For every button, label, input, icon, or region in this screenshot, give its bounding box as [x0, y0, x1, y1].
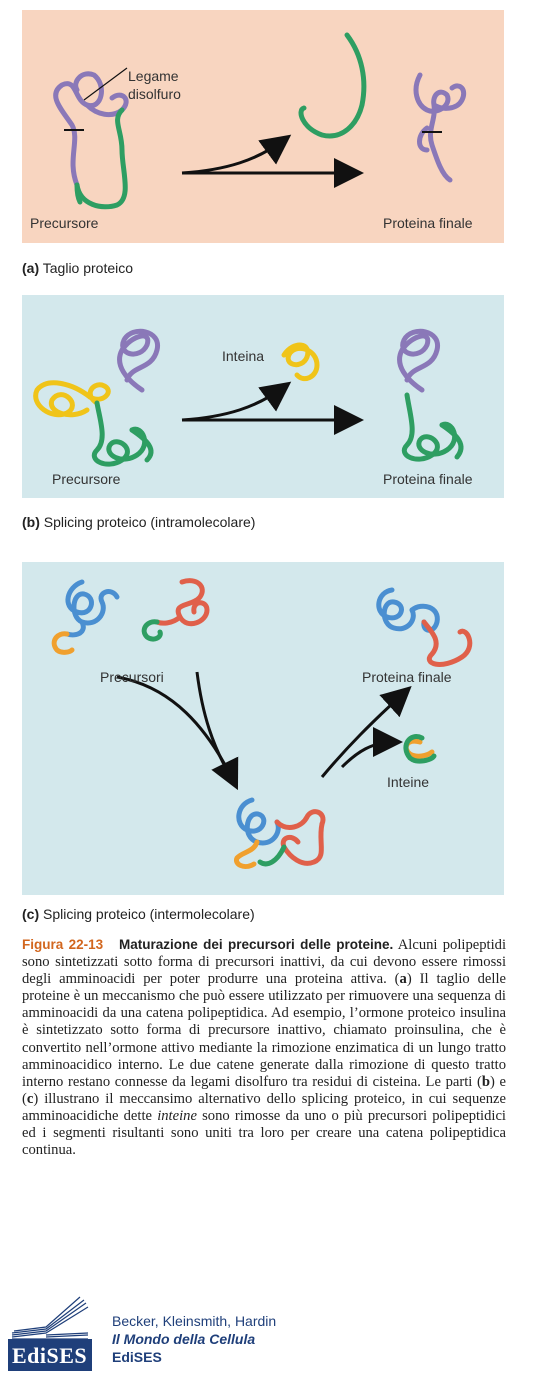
final-protein-label: Proteina finale [362, 669, 452, 685]
intein-molecule [281, 342, 320, 382]
precursor-label: Precursore [30, 215, 99, 231]
precursor-2 [141, 578, 210, 642]
authors: Becker, Kleinsmith, Hardin [112, 1313, 277, 1329]
arrow-converge-1 [116, 675, 239, 791]
precursor-molecule [53, 71, 129, 210]
precursors-label: Precursori [100, 669, 164, 685]
precursor-1 [51, 579, 120, 655]
arrow-diverge-up [320, 685, 412, 778]
final-protein [413, 72, 467, 183]
final-protein [376, 587, 473, 667]
panel-c-diagram [51, 578, 473, 869]
figure-caption: Figura 22-13 Maturazione dei precursori … [22, 937, 506, 1159]
caption-c: (c) Splicing proteico (intermolecolare) [22, 906, 255, 922]
final-protein-label: Proteina finale [383, 215, 473, 231]
intein-label: Inteina [222, 348, 265, 364]
panel-b-intramolecular-splicing: Inteina Precursore Proteina finale [22, 295, 504, 498]
released-inteins [403, 734, 437, 764]
caption-a: (a) Taglio proteico [22, 260, 134, 276]
publisher-name: EdiSES [112, 1349, 162, 1365]
final-protein [397, 328, 464, 462]
panel-a-protein-cleavage: Legame disolfuro Precursore Proteina fin… [22, 10, 504, 243]
book-icon [8, 1296, 92, 1371]
spliced-complex [234, 797, 326, 869]
figure-number: Figura 22-13 [22, 937, 104, 952]
precursor-molecule [33, 328, 160, 467]
arrow-up [181, 134, 292, 175]
panel-a-diagram [53, 32, 467, 210]
arrow-up [181, 381, 292, 422]
caption-b: (b) Splicing proteico (intramolecolare) [22, 514, 256, 530]
panel-b-diagram [33, 328, 464, 467]
logo-text: EdiSES [12, 1343, 88, 1368]
precursor-label: Precursore [52, 471, 121, 487]
final-protein-label: Proteina finale [383, 471, 473, 487]
book-title: Il Mondo della Cellula [112, 1331, 256, 1347]
figure-title: Maturazione dei precursori delle protein… [118, 937, 394, 952]
edises-logo: EdiSES [8, 1295, 92, 1371]
arrow-converge-2 [195, 671, 236, 783]
panel-c-intermolecular-splicing: Precursori Proteina finale Inteine [22, 562, 504, 895]
arrow-diverge-right [340, 727, 403, 769]
inteins-label: Inteine [387, 774, 430, 790]
bond-label-2: disolfuro [128, 86, 181, 102]
removed-segment [298, 32, 367, 139]
bond-pointer [83, 67, 128, 101]
bond-label: Legame [128, 68, 179, 84]
